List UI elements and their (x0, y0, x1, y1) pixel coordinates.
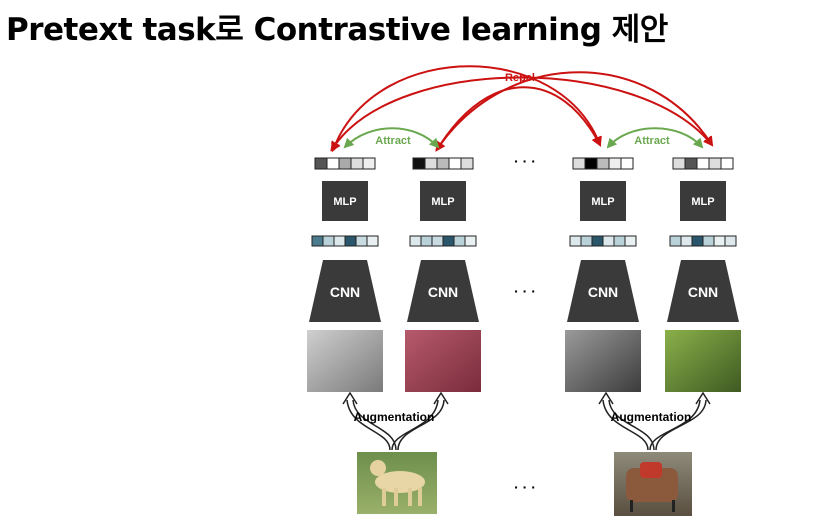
feature-vector-cell (311, 235, 324, 247)
output-vector-cell (620, 157, 634, 170)
column-3: MLP CNN (565, 157, 641, 392)
page-title: Pretext task로 Contrastive learning 제안 (6, 12, 668, 48)
output-vector-cell (696, 157, 710, 170)
mlp-block (680, 181, 726, 221)
augmentation-label-left: Augmentation (354, 410, 435, 424)
output-vector-cell (608, 157, 622, 170)
cnn-block (407, 260, 479, 322)
output-vector-cell (314, 157, 328, 170)
output-vector-cell (720, 157, 734, 170)
repel-arc-1-4 (330, 76, 714, 152)
dog-grayscale-image (307, 330, 383, 392)
feature-vector-cell (355, 235, 368, 247)
feature-vector-cell (580, 235, 593, 247)
attract-label-right: Attract (634, 135, 670, 147)
feature-vector-cell (453, 235, 466, 247)
mlp-label: MLP (333, 196, 356, 208)
feature-vector-cell (669, 235, 682, 247)
repel-arcs (330, 65, 714, 153)
feature-vector-cell (613, 235, 626, 247)
mlp-label: MLP (431, 196, 454, 208)
feature-vector-cell (724, 235, 737, 247)
ellipsis-output: · · · (514, 153, 536, 169)
feature-vector-cell (431, 235, 444, 247)
cnn-label: CNN (688, 284, 718, 300)
feature-vector-cell (333, 235, 346, 247)
cnn-label: CNN (588, 284, 618, 300)
feature-vector-cell (420, 235, 433, 247)
feature-vector-cell (702, 235, 715, 247)
mlp-label: MLP (591, 196, 614, 208)
output-vector-cell (672, 157, 686, 170)
attract-arc-right (606, 127, 704, 149)
feature-vector-cell (442, 235, 455, 247)
feature-vector-cell (713, 235, 726, 247)
output-vector-cell (338, 157, 352, 170)
mlp-block (322, 181, 368, 221)
output-vector-cell (596, 157, 610, 170)
augmentation-arrows-right (598, 391, 711, 451)
column-1: MLP CNN (307, 157, 383, 392)
output-vector-cell (326, 157, 340, 170)
augmentation-label-right: Augmentation (611, 410, 692, 424)
cnn-label: CNN (428, 284, 458, 300)
mlp-block (580, 181, 626, 221)
feature-vector-cell (344, 235, 357, 247)
feature-vector-cell (409, 235, 422, 247)
column-2: MLP CNN (405, 157, 481, 392)
cnn-block (667, 260, 739, 322)
output-vector-cell (460, 157, 474, 170)
mlp-block (420, 181, 466, 221)
mlp-label: MLP (691, 196, 714, 208)
repel-arc-2-4 (435, 71, 714, 152)
augmentation-arrows-left (342, 391, 449, 451)
attract-arc-left (343, 127, 440, 149)
output-vector-cell (572, 157, 586, 170)
chair-grayscale-image (565, 330, 641, 392)
output-vector-cell (362, 157, 376, 170)
output-vector-cell (350, 157, 364, 170)
output-vector-cell (436, 157, 450, 170)
cnn-label: CNN (330, 284, 360, 300)
output-vector-cell (708, 157, 722, 170)
output-vector-cell (412, 157, 426, 170)
output-vector-cell (584, 157, 598, 170)
output-vector-cell (424, 157, 438, 170)
encoder-columns: MLP CNN MLP CNN MLP CNN MLP CNN (307, 157, 741, 392)
feature-vector-cell (322, 235, 335, 247)
source-image-dog (357, 452, 437, 514)
column-4: MLP CNN (665, 157, 741, 392)
dog-legs-image (405, 330, 481, 392)
feature-vector-cell (464, 235, 477, 247)
ellipsis-source: · · · (514, 479, 536, 495)
feature-vector-cell (624, 235, 637, 247)
output-vector-cell (684, 157, 698, 170)
ellipsis-cnn: · · · (514, 283, 536, 299)
feature-vector-cell (691, 235, 704, 247)
feature-vector-cell (591, 235, 604, 247)
repel-label: Repel (505, 72, 535, 84)
feature-vector-cell (680, 235, 693, 247)
source-image-chair (614, 452, 692, 516)
attract-label-left: Attract (375, 135, 411, 147)
chair-green-image (665, 330, 741, 392)
feature-vector-cell (366, 235, 379, 247)
output-vector-cell (448, 157, 462, 170)
feature-vector-cell (602, 235, 615, 247)
cnn-block (309, 260, 381, 322)
repel-arc-1-3 (331, 65, 602, 153)
feature-vector-cell (569, 235, 582, 247)
repel-arc-2-3 (435, 86, 601, 152)
cnn-block (567, 260, 639, 322)
